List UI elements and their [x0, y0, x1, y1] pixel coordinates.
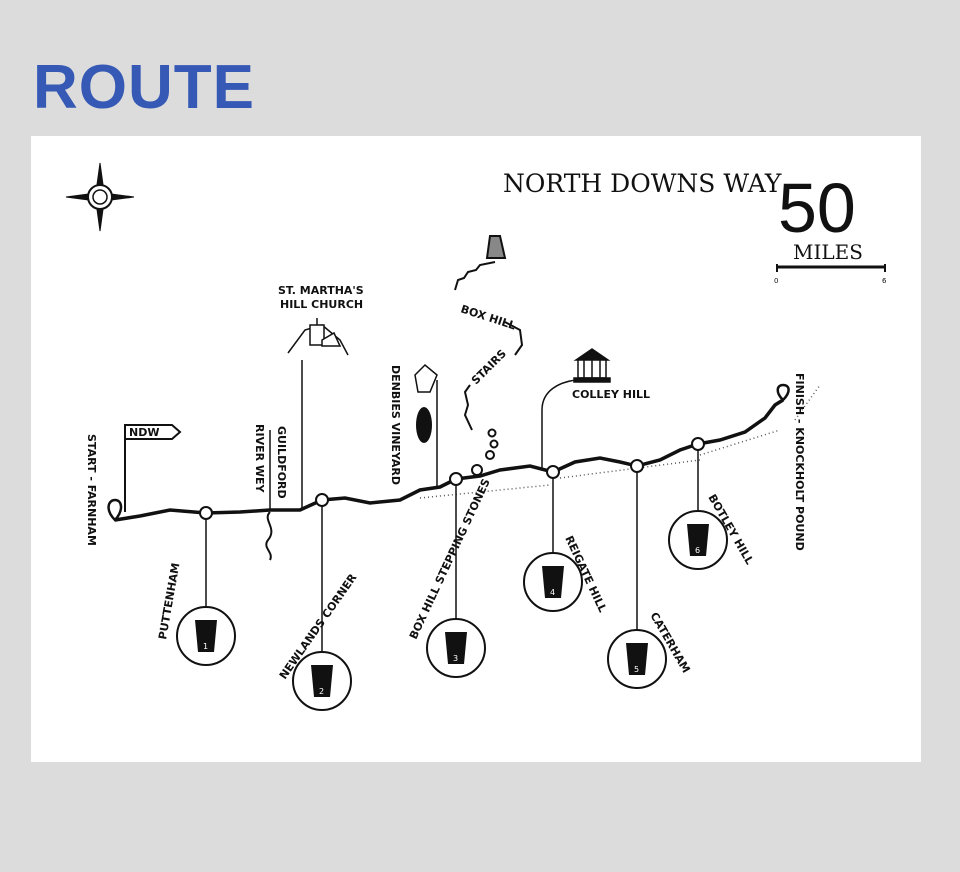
pint-glass-icon [445, 632, 467, 664]
distance-number: 50 [778, 169, 856, 247]
ndw-signpost: NDW [124, 424, 182, 512]
church-label-line2: HILL CHURCH [280, 298, 363, 311]
stop-number: 3 [453, 654, 458, 663]
stop-1: 1 PUTTENHAM [156, 506, 236, 666]
grapes-icon [414, 363, 438, 443]
signpost-label: NDW [129, 426, 159, 439]
stop-5: 5 CATERHAM [607, 459, 693, 689]
map-title: NORTH DOWNS WAY [503, 169, 782, 198]
stop-6: 6 BOTLEY HILL [668, 437, 756, 570]
church-label-line1: ST. MARTHA'S [278, 284, 364, 297]
start-marker-icon [107, 498, 123, 522]
finish-marker-icon [776, 383, 790, 402]
guildford-label: GUILDFORD [275, 426, 288, 499]
church-icon [287, 318, 349, 356]
pint-glass-icon [687, 524, 709, 556]
route-map: NORTH DOWNS WAY 50 MILES 0 6 NDW START -… [31, 136, 921, 762]
pint-glass-icon [542, 566, 564, 598]
box-hill-stairs-label-1: BOX HILL [459, 302, 517, 332]
finish-label: FINISH - KNOCKHOLT POUND [793, 373, 806, 551]
stop-2: 2 NEWLANDS CORNER [277, 493, 360, 711]
stop-number: 5 [634, 665, 639, 674]
route-line [114, 398, 784, 522]
pint-glass-icon [626, 643, 648, 675]
stop-name: BOX HILL STEPPING STONES [407, 477, 493, 642]
temple-icon [573, 348, 611, 383]
stop-3: 3 BOX HILL STEPPING STONES [407, 472, 493, 678]
stop-number: 6 [695, 546, 700, 555]
stop-4: 4 REIGATE HILL [523, 465, 609, 614]
scale-bar: 0 6 [774, 264, 887, 285]
scale-max: 6 [882, 277, 887, 285]
colley-hill-label: COLLEY HILL [572, 388, 650, 401]
pint-glass-icon [195, 620, 217, 652]
pint-glass-icon [311, 665, 333, 697]
page-title: ROUTE [33, 53, 255, 122]
vineyard-label: DENBIES VINEYARD [389, 365, 402, 485]
stop-number: 1 [203, 642, 208, 651]
stop-number: 2 [319, 687, 324, 696]
distance-unit: MILES [793, 240, 863, 264]
river-wey-label: RIVER WEY [253, 424, 266, 494]
compass-rose-icon [65, 162, 135, 232]
start-label: START - FARNHAM [85, 434, 98, 546]
box-hill-stairs-label-2: STAIRS [469, 347, 509, 387]
stop-number: 4 [550, 588, 555, 597]
scale-min: 0 [774, 277, 778, 285]
box-hill-stairs-icon [454, 235, 524, 476]
